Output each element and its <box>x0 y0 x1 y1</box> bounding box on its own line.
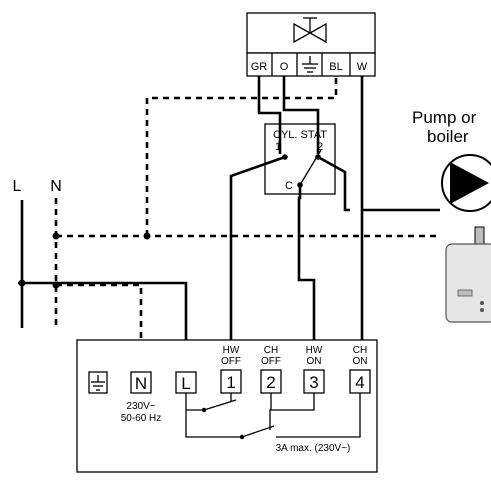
hw-on-wire <box>297 185 316 347</box>
supply-neutral-label: N <box>50 178 62 195</box>
terminal-1-number: 1 <box>226 373 235 392</box>
programmer-terminal-n-label: N <box>135 374 147 393</box>
valve-symbol-icon <box>293 17 327 44</box>
wiring <box>18 76 440 371</box>
cylinder-stat-term-2: 2 <box>317 141 323 153</box>
valve-earth-icon <box>302 56 318 73</box>
valve-o-wire <box>282 76 320 154</box>
terminal-2-number: 2 <box>266 373 275 392</box>
boiler-icon <box>445 226 491 323</box>
valve-terminal-o: O <box>280 61 289 73</box>
programmer: N L HW OFF 1 CH OFF 2 HW ON 3 CH ON 4 <box>76 339 378 473</box>
programmer-terminal-3: HW ON 3 <box>303 345 325 394</box>
motorised-valve: GR O BL W <box>246 12 376 77</box>
terminal-2-top: CH <box>264 345 278 356</box>
cylinder-stat-switch-arm <box>299 149 322 186</box>
supply-live-label: L <box>13 178 22 195</box>
terminal-3-bottom: ON <box>307 356 322 367</box>
valve-terminal-bl: BL <box>329 61 342 73</box>
pump-label-line2: boiler <box>427 127 469 146</box>
valve-terminal-w: W <box>357 61 368 73</box>
terminal-1-top: HW <box>223 345 240 356</box>
terminal-2-bottom: OFF <box>261 356 281 367</box>
valve-terminal-gr: GR <box>251 61 268 73</box>
pump-label-line1: Pump or <box>412 108 477 127</box>
terminal-4-number: 4 <box>355 373 364 392</box>
pump-boiler: Pump or boiler <box>412 108 491 323</box>
terminal-1-bottom: OFF <box>221 356 241 367</box>
terminal-3-top: HW <box>306 345 323 356</box>
terminal-4-top: CH <box>353 345 367 356</box>
valve-neutral-wire <box>145 76 338 236</box>
stat-2-wire <box>317 155 350 212</box>
programmer-terminal-2: CH OFF 2 <box>260 345 282 394</box>
hw-off-wire <box>229 155 286 347</box>
programmer-earth-icon <box>91 375 105 391</box>
programmer-housing <box>76 339 378 473</box>
programmer-frequency: 50-60 Hz <box>121 413 162 424</box>
programmer-internal-switches <box>185 393 361 440</box>
programmer-voltage: 230V~ <box>126 401 155 412</box>
terminal-3-number: 3 <box>309 373 318 392</box>
pump-icon <box>441 154 491 212</box>
programmer-rating: 3A max. (230V~) <box>276 443 351 454</box>
cylinder-stat-common: C <box>285 180 293 192</box>
terminal-4-bottom: ON <box>353 356 368 367</box>
live-wire <box>18 281 188 347</box>
cylinder-stat-title: CYL. STAT <box>273 129 327 141</box>
programmer-neutral-wire <box>56 283 143 362</box>
programmer-terminal-1: HW OFF 1 <box>220 345 242 394</box>
programmer-terminal-l-label: L <box>181 374 190 393</box>
programmer-terminal-n <box>130 371 152 394</box>
programmer-terminal-4: CH ON 4 <box>349 345 371 394</box>
cylinder-stat-term-1: 1 <box>275 141 281 153</box>
valve-gr-wire <box>257 76 282 154</box>
